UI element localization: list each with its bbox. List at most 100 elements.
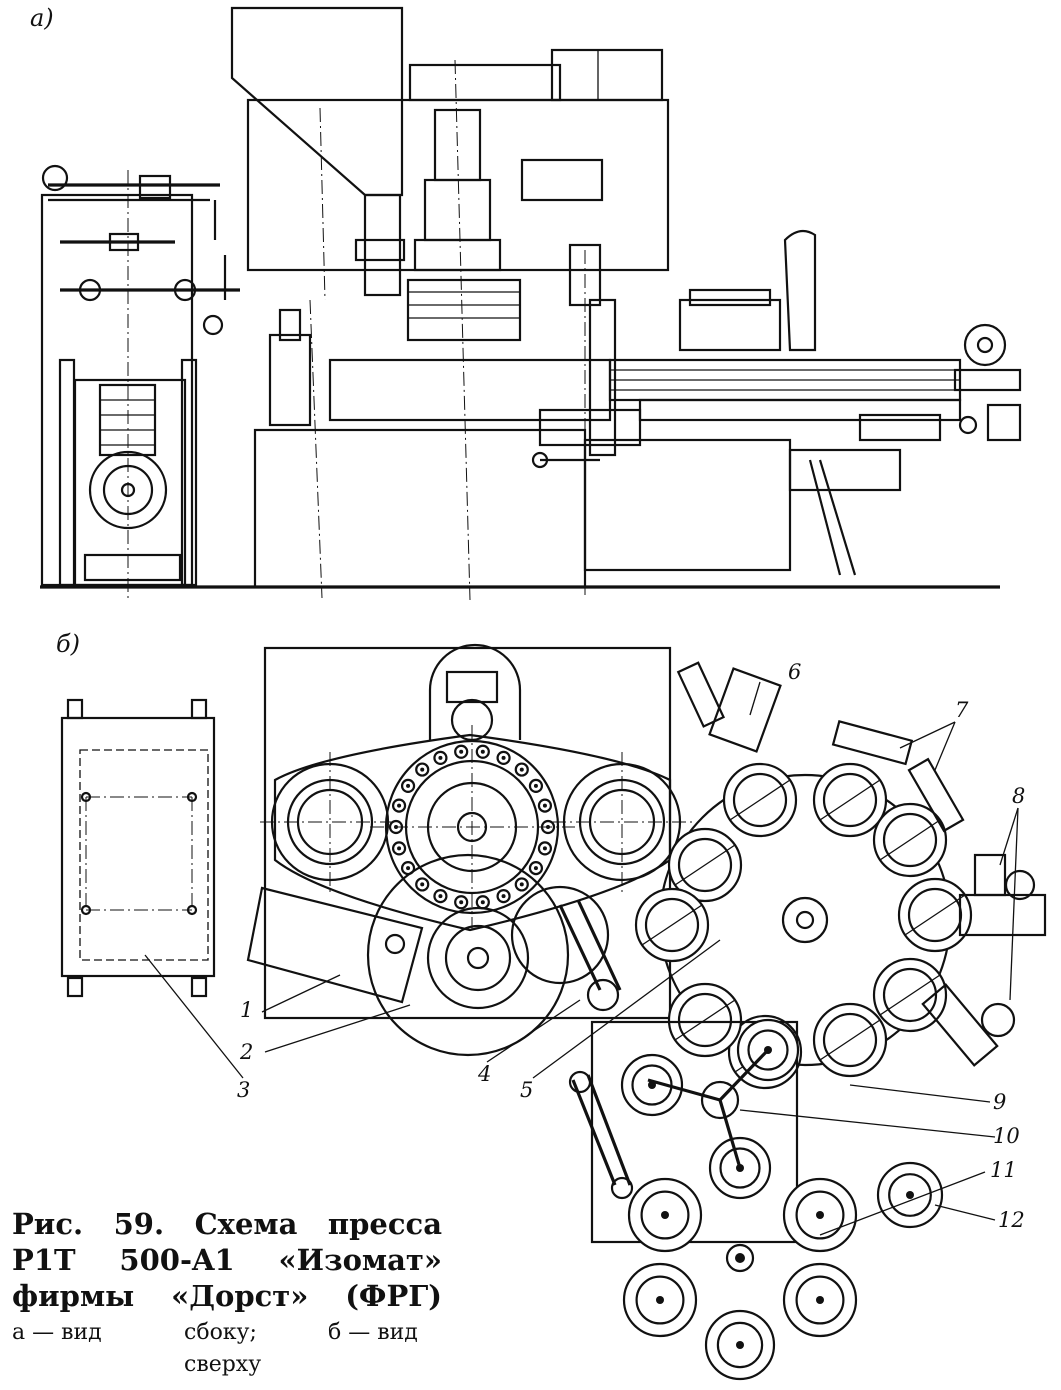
- bolt-center: [420, 882, 425, 887]
- turret-station: [897, 877, 973, 953]
- top-view: [60, 643, 1047, 1381]
- station-6-device: [676, 661, 782, 753]
- bolt-center: [480, 900, 485, 905]
- callout-2: 2: [240, 1040, 254, 1064]
- output-station: [876, 1161, 944, 1229]
- bolt: [391, 798, 407, 813]
- bolt-center: [533, 866, 538, 871]
- turret-station: [812, 1002, 888, 1078]
- output-frame: [590, 1020, 799, 1244]
- turret-station: [812, 762, 888, 838]
- bolt: [537, 841, 553, 856]
- caption-view-a: а — вид: [12, 1320, 102, 1345]
- bolt-center: [438, 755, 443, 760]
- bolt-center: [501, 894, 506, 899]
- output-station: [622, 1262, 698, 1338]
- bolt-center: [406, 866, 411, 871]
- caption-line-1: Рис. 59. Схема пресса: [12, 1207, 442, 1241]
- bolt: [496, 750, 511, 765]
- feed-shoe: [246, 886, 424, 1004]
- base-frame: [263, 646, 672, 1020]
- bolt-center: [542, 803, 547, 808]
- figure-caption-title: Рис. 59. Схема пресса P1T 500-A1 «Изомат…: [12, 1206, 442, 1314]
- turret-stations: [634, 762, 973, 1090]
- bolt-center: [406, 783, 411, 788]
- bolt-center: [480, 749, 485, 754]
- output-station: [627, 1177, 703, 1253]
- bolt: [514, 762, 529, 777]
- bolt: [433, 750, 448, 765]
- bolt: [415, 877, 430, 892]
- output-station: [782, 1262, 858, 1338]
- bolt-center: [459, 900, 464, 905]
- station-7-device: [831, 720, 965, 833]
- bolt: [496, 889, 511, 904]
- bolt-center: [533, 783, 538, 788]
- turret-station: [667, 982, 743, 1058]
- station-9-device: [921, 983, 1016, 1067]
- callout-9: 9: [993, 1090, 1007, 1114]
- bolt-center: [420, 767, 425, 772]
- callout-6: 6: [788, 660, 802, 684]
- output-station: [620, 1053, 684, 1117]
- callout-1: 1: [240, 998, 254, 1022]
- bolt: [454, 744, 469, 759]
- bolt-center: [519, 882, 524, 887]
- callout-8: 8: [1012, 784, 1026, 808]
- bolt-center: [501, 755, 506, 760]
- bolt: [528, 778, 544, 794]
- turret-station: [722, 762, 798, 838]
- callout-7: 7: [955, 698, 969, 722]
- bolt-center: [542, 846, 547, 851]
- bolt-center: [519, 767, 524, 772]
- output-station: [782, 1177, 858, 1253]
- caption-view-b: б — вид: [328, 1320, 418, 1345]
- bolt: [537, 798, 553, 813]
- bolt: [433, 889, 448, 904]
- die-table: [366, 853, 570, 1057]
- transfer-unit: [531, 229, 1022, 595]
- bolt: [454, 895, 469, 910]
- panel-label-b: б): [56, 630, 81, 658]
- bolt: [400, 778, 416, 794]
- left-cylinder: [260, 752, 400, 892]
- station-8-device: [958, 853, 1047, 937]
- caption-side: сбоку;: [184, 1320, 257, 1345]
- bolt: [475, 744, 490, 759]
- turret-station: [872, 957, 948, 1033]
- press-body: [230, 6, 670, 589]
- bolt-center: [459, 749, 464, 754]
- bolt-center: [397, 846, 402, 851]
- side-view: [40, 6, 1022, 601]
- main-cylinder: [370, 725, 575, 930]
- turret-station: [634, 887, 710, 963]
- panel-label-a: a): [30, 4, 54, 32]
- callout-11: 11: [990, 1158, 1017, 1182]
- output-station: [704, 1309, 776, 1381]
- callout-10: 10: [993, 1124, 1020, 1148]
- turret-station: [872, 802, 948, 878]
- bolt: [528, 860, 544, 876]
- caption-line-2: P1T 500-A1 «Изомат»: [12, 1243, 442, 1277]
- pump-unit: [40, 164, 240, 598]
- turret-station: [667, 827, 743, 903]
- callout-5: 5: [520, 1078, 534, 1102]
- bolt-ring: [388, 744, 556, 910]
- callout-3: 3: [237, 1078, 251, 1102]
- leader-lines: [144, 681, 1019, 1236]
- bolt: [391, 841, 407, 856]
- caption-top: сверху: [184, 1352, 262, 1377]
- right-cylinder: [552, 752, 692, 892]
- bolt-center: [438, 894, 443, 899]
- bolt: [415, 762, 430, 777]
- top-boss: [428, 643, 522, 740]
- caption-line-3: фирмы «Дорст» (ФРГ): [12, 1279, 442, 1313]
- pump-plan: [60, 698, 216, 998]
- callout-4: 4: [478, 1062, 492, 1086]
- bolt-center: [397, 803, 402, 808]
- output-stations: [620, 1018, 944, 1381]
- bolt: [514, 877, 529, 892]
- callout-12: 12: [998, 1208, 1025, 1232]
